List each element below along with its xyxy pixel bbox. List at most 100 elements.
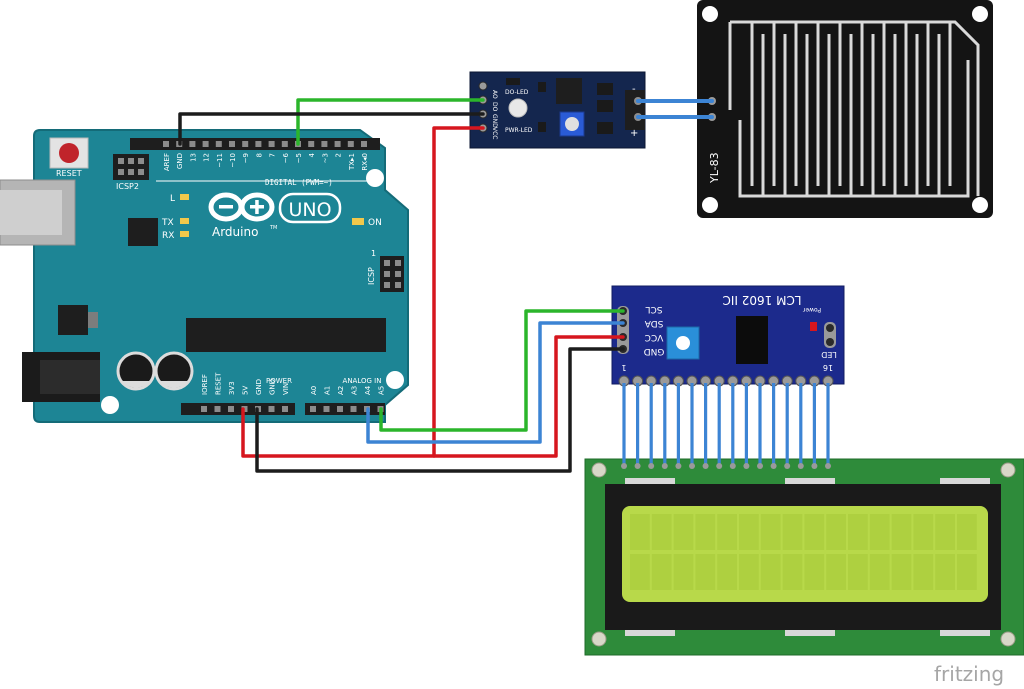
- lcd-character-cell: [804, 554, 825, 590]
- pin-label: ~5: [295, 153, 303, 163]
- lcd-character-cell: [913, 514, 934, 550]
- pin-label: 12: [203, 153, 211, 162]
- rx-led: [180, 231, 189, 237]
- header-pin: [242, 141, 249, 147]
- lcd-character-cell: [673, 554, 694, 590]
- smd-resistor: [538, 122, 546, 132]
- backpack-led-label: LED: [821, 350, 837, 359]
- header-pin: [321, 141, 328, 147]
- usb-connector-inner: [0, 190, 62, 235]
- lcd-character-cell: [826, 554, 846, 590]
- wire-sda: [366, 321, 625, 444]
- reset-label: RESET: [56, 169, 82, 178]
- i2c-backpack: LCM 1602 IIC SCL SDA VCC GND Power LED 1…: [611, 285, 845, 387]
- pin-label: 4: [308, 152, 316, 157]
- lcd-character-cell: [782, 554, 803, 590]
- header-pin: [163, 141, 169, 147]
- lcd-character-cell: [935, 554, 955, 590]
- backpack-pin-header: [617, 306, 629, 354]
- header-pin: [281, 141, 288, 147]
- mount-hole: [386, 371, 404, 389]
- plate-hole: [702, 6, 718, 22]
- backpack-led-jumper-pin: [826, 324, 834, 332]
- lcd-pin: [743, 463, 750, 469]
- pin-label: RESET: [215, 372, 223, 395]
- lcd-character-cell: [869, 514, 890, 550]
- backpack-pin-last: 16: [823, 363, 833, 372]
- power-header: [181, 403, 295, 415]
- lcd-character-cell: [913, 554, 934, 590]
- pin-label: ~9: [242, 153, 250, 163]
- lcd-character-cell: [848, 554, 868, 590]
- backpack-pin-first: 1: [621, 363, 626, 372]
- wire-do-to-d6: [296, 98, 485, 146]
- backpack-pcb: [611, 285, 845, 385]
- pin-label: GND: [255, 379, 263, 395]
- backpack-led-jumper-pin: [826, 338, 834, 346]
- uno-badge: [278, 192, 342, 224]
- pin-label: VIN: [282, 383, 290, 395]
- on-led-label: ON: [368, 218, 382, 228]
- lcd-character-cell: [695, 554, 716, 590]
- lcd-character-cell: [891, 554, 912, 590]
- lcd-character-grid: [630, 514, 977, 590]
- mount-hole: [101, 396, 119, 414]
- lcd-character-cell: [848, 514, 868, 550]
- digital-label: DIGITAL (PWM=~): [265, 178, 333, 187]
- capacitor: [116, 351, 156, 391]
- lcd-character-cell: [651, 554, 672, 590]
- lcd-parallel-wires: [621, 383, 831, 469]
- pin-label: 7: [269, 153, 277, 157]
- lcd-character-cell: [891, 514, 912, 550]
- tx-led: [180, 218, 189, 224]
- smd-capacitor: [597, 83, 613, 95]
- dc-barrel-jack-inner: [40, 360, 100, 394]
- header-pin: [201, 406, 207, 412]
- pin-label: ~6: [282, 152, 290, 163]
- lcd-pin: [784, 463, 791, 469]
- lcd-character-cell: [804, 514, 825, 550]
- lcd-character-cell: [869, 554, 890, 590]
- potentiometer-knob: [565, 117, 579, 131]
- plate-hole: [702, 197, 718, 213]
- rain-sensor-plate: YL-83: [697, 0, 993, 218]
- pin-label: IOREF: [201, 374, 209, 395]
- lcd-bezel-clip: [940, 630, 990, 636]
- uno-brand: UNO: [288, 199, 331, 221]
- lcd-mount-hole: [591, 631, 607, 647]
- icsp2-header: [113, 154, 149, 180]
- lcd-character-cell: [957, 554, 977, 590]
- voltage-regulator: [58, 305, 88, 335]
- lcd-pin: [811, 463, 818, 469]
- lcd-pin: [689, 463, 695, 469]
- lcd-bezel-clip: [785, 478, 835, 484]
- header-pin: [282, 406, 288, 412]
- tx-led-label: TX: [161, 218, 174, 228]
- wire-module-vcc: [432, 126, 485, 458]
- lcd-pin: [702, 463, 709, 469]
- voltage-regulator-tab: [88, 312, 98, 328]
- lcd-character-cell: [826, 514, 846, 550]
- lcd-1602-display: [584, 458, 1024, 656]
- lcd-pin: [634, 463, 641, 469]
- header-pin: [308, 141, 315, 147]
- header-pin: [255, 141, 262, 147]
- header-pin: [334, 141, 341, 147]
- on-led: [352, 218, 364, 225]
- lcd-character-cell: [630, 514, 650, 550]
- pin-label: 8: [255, 153, 263, 157]
- lcd-character-cell: [717, 554, 737, 590]
- lcd-character-cell: [630, 554, 650, 590]
- smd-resistor: [538, 82, 546, 92]
- lcd-pin: [825, 463, 831, 469]
- capacitor: [154, 351, 194, 391]
- header-pin: [189, 141, 196, 147]
- lcd-pin: [716, 463, 723, 469]
- icsp-label: ICSP: [367, 267, 376, 285]
- lcd-mount-hole: [591, 462, 607, 478]
- backpack-chip: [736, 316, 768, 364]
- pin-label: A3: [351, 386, 359, 395]
- lcd-bezel-clip: [940, 478, 990, 484]
